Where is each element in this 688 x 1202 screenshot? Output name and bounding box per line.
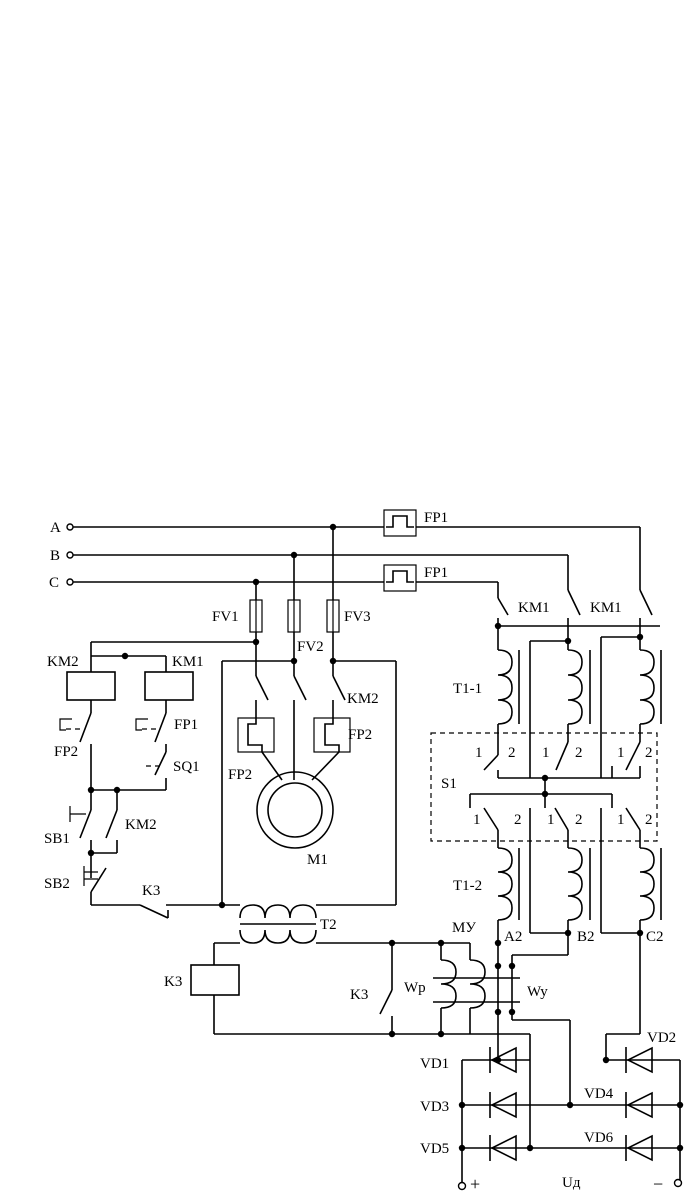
magnetic-amplifier xyxy=(433,939,571,1105)
sq1-label: SQ1 xyxy=(173,759,200,775)
vd4-label: VD4 xyxy=(584,1086,614,1102)
transformer-t1-1 xyxy=(497,636,662,766)
t2-label: T2 xyxy=(320,917,337,933)
phase-b-label: B xyxy=(50,548,60,564)
k3-coil-label: K3 xyxy=(164,974,182,990)
fp2-heater-left-label: FP2 xyxy=(228,767,252,783)
vd5-label: VD5 xyxy=(420,1141,449,1157)
diode-vd2 xyxy=(625,1046,653,1074)
k3-right-label: K3 xyxy=(350,987,368,1003)
s1-label: S1 xyxy=(441,776,457,792)
output-minus-terminal xyxy=(673,1178,683,1188)
m1-label: M1 xyxy=(307,852,328,868)
sw1-1: 1 xyxy=(475,745,483,761)
km1-contacts xyxy=(494,589,660,650)
sw2-5: 2 xyxy=(575,812,583,828)
km1-b-label: KM1 xyxy=(590,600,622,616)
b2-label: B2 xyxy=(577,929,595,945)
phase-c-label: C xyxy=(49,575,59,591)
fp1-thermal-element-a xyxy=(383,509,417,537)
sb1-label: SB1 xyxy=(44,831,70,847)
vd1-label: VD1 xyxy=(420,1056,449,1072)
ud-label: Uд xyxy=(562,1175,581,1191)
fp2-heater-right-label: FP2 xyxy=(348,727,372,743)
fv1-label: FV1 xyxy=(212,609,239,625)
fuses xyxy=(249,527,340,676)
control-circuit xyxy=(59,641,256,919)
sb2-label: SB2 xyxy=(44,876,70,892)
transformer-t1-2 xyxy=(494,808,662,1034)
fp1-contact-label: FP1 xyxy=(174,717,198,733)
fp1-thermal-element-c xyxy=(383,564,417,592)
t1-1-label: T1-1 xyxy=(453,681,482,697)
diode-vd3 xyxy=(489,1091,517,1119)
diode-vd5 xyxy=(489,1134,517,1162)
sw1-4: 1 xyxy=(473,812,481,828)
diode-vd4 xyxy=(625,1091,653,1119)
km2-hold-label: KM2 xyxy=(125,817,157,833)
output-plus-terminal xyxy=(457,1181,467,1191)
fv2-label: FV2 xyxy=(297,639,324,655)
diode-vd1 xyxy=(489,1046,517,1074)
sw2-4: 2 xyxy=(514,812,522,828)
fp1-top-label: FP1 xyxy=(424,510,448,526)
sw2-6: 2 xyxy=(645,812,653,828)
wp-label: Wp xyxy=(404,980,426,996)
phase-a-label: A xyxy=(50,520,61,536)
vd6-label: VD6 xyxy=(584,1130,614,1146)
km2-main-label: KM2 xyxy=(347,691,379,707)
wy-label: Wy xyxy=(527,984,548,1000)
sw2-2: 2 xyxy=(575,745,583,761)
fp1-mid-label: FP1 xyxy=(424,565,448,581)
sw2-1: 2 xyxy=(508,745,516,761)
k3-contact-left-label: K3 xyxy=(142,883,160,899)
a2-label: A2 xyxy=(504,929,522,945)
plus-label: + xyxy=(470,1174,480,1194)
t1-2-label: T1-2 xyxy=(453,878,482,894)
km1-coil-label: KM1 xyxy=(172,654,204,670)
diode-bridge xyxy=(458,1033,684,1185)
mu-label: МУ xyxy=(452,920,476,936)
minus-label: − xyxy=(653,1174,663,1194)
km1-a-label: KM1 xyxy=(518,600,550,616)
c2-label: C2 xyxy=(646,929,664,945)
fv3-label: FV3 xyxy=(344,609,371,625)
switch-s1 xyxy=(430,732,658,842)
sw2-3: 2 xyxy=(645,745,653,761)
sw1-6: 1 xyxy=(617,812,625,828)
phase-lines xyxy=(66,523,641,598)
sw1-5: 1 xyxy=(547,812,555,828)
motor-circuit xyxy=(190,660,441,1038)
sw1-2: 1 xyxy=(542,745,550,761)
sw1-3: 1 xyxy=(617,745,625,761)
vd3-label: VD3 xyxy=(420,1099,449,1115)
km2-coil-label: KM2 xyxy=(47,654,79,670)
vd2-label: VD2 xyxy=(647,1030,676,1046)
fp2-contact-label: FP2 xyxy=(54,744,78,760)
diode-vd6 xyxy=(625,1134,653,1162)
